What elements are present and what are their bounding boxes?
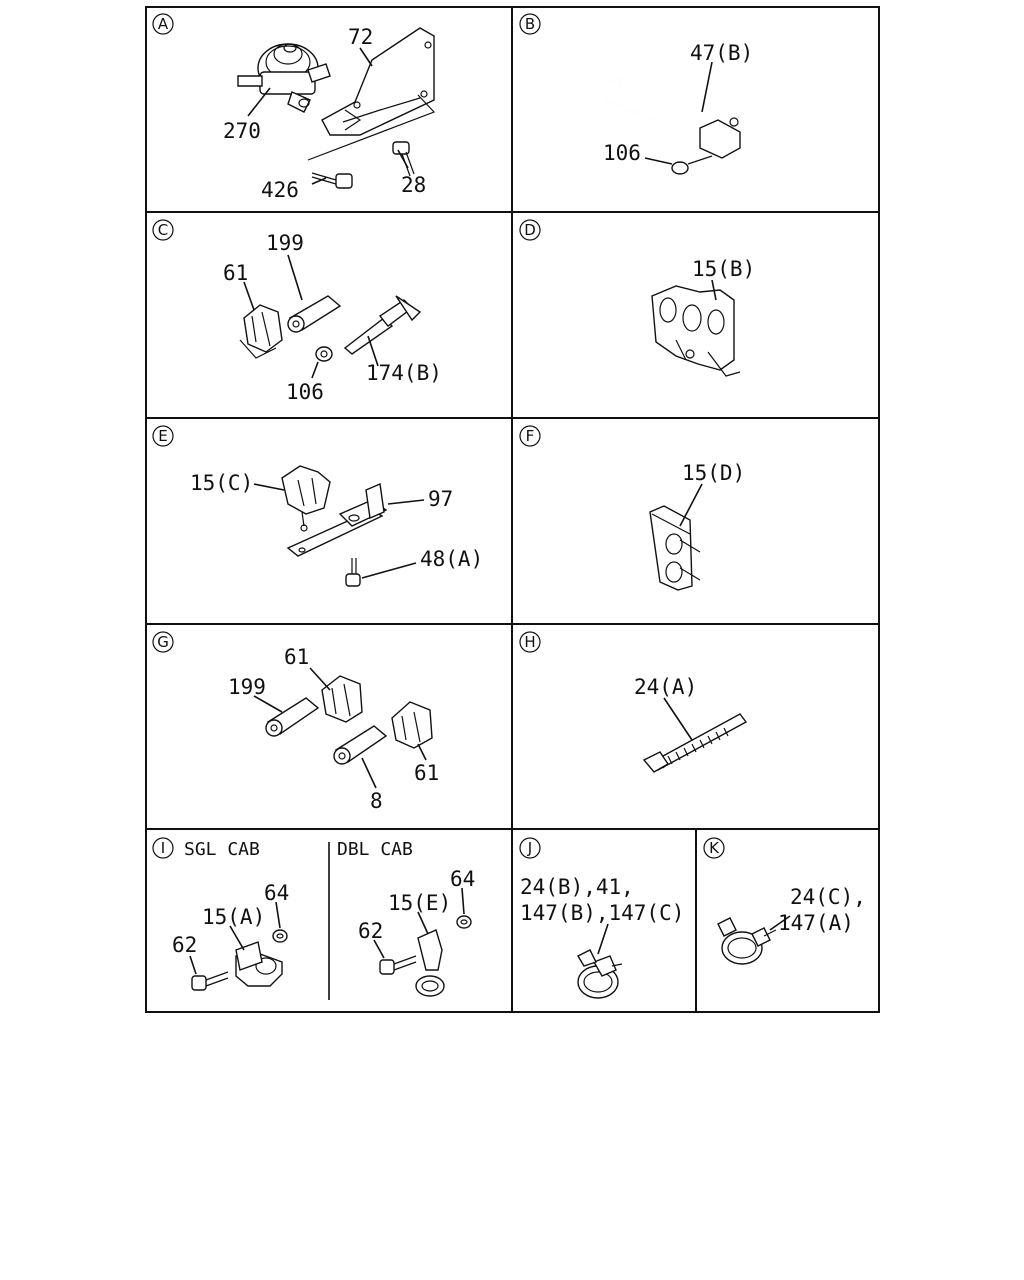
panel-h: H 24(A) <box>519 631 748 773</box>
panel-e: E 15(C) 97 48(A) <box>152 425 483 587</box>
label-24a: 24(A) <box>634 675 697 699</box>
panel-letter-d: D <box>519 219 541 241</box>
label-426: 426 <box>261 178 299 202</box>
bolt-426-illustration <box>311 172 353 189</box>
panel-i: I SGL CAB DBL CAB 64 15(A) 62 <box>152 837 475 997</box>
label-61a: 61 <box>284 645 309 669</box>
panel-letter-i: I <box>152 837 174 859</box>
label-106: 106 <box>286 380 324 404</box>
panel-g: G 61 199 8 61 <box>152 631 439 813</box>
bolt-62a-illustration <box>191 971 229 991</box>
label-15a: 15(A) <box>202 905 265 929</box>
connector-174b-illustration <box>343 295 422 355</box>
panel-c: C 199 61 106 174(B) <box>152 219 442 404</box>
tube-8-illustration <box>333 725 388 765</box>
label-106: 106 <box>603 141 641 165</box>
panel-j: J 24(B),41, 147(B),147(C) <box>519 837 684 999</box>
panel-letter-j-text: J <box>527 839 532 857</box>
label-8: 8 <box>370 789 383 813</box>
label-k-line1: 24(C), <box>790 885 866 909</box>
panel-d: D 15(B) <box>519 219 755 377</box>
label-199: 199 <box>228 675 266 699</box>
bracket-72-illustration <box>307 27 436 161</box>
panel-letter-h-text: H <box>524 633 535 651</box>
label-j-line1: 24(B),41, <box>520 875 634 899</box>
panel-letter-b: B <box>519 13 541 35</box>
panel-letter-g: G <box>152 631 174 653</box>
panel-letter-c: C <box>152 219 174 241</box>
pipe-47b-illustration <box>598 76 770 159</box>
panel-letter-j: J <box>519 837 541 859</box>
panel-letter-c-text: C <box>158 221 168 239</box>
label-15c: 15(C) <box>190 471 253 495</box>
label-72: 72 <box>348 25 373 49</box>
bolt-48a-illustration <box>345 558 361 587</box>
sgl-cab-title: SGL CAB <box>184 839 260 860</box>
clamp-15a-illustration <box>235 929 288 987</box>
panel-letter-e-text: E <box>158 427 167 445</box>
label-k-line2: 147(A) <box>778 911 854 935</box>
label-15d: 15(D) <box>682 461 745 485</box>
label-199: 199 <box>266 231 304 255</box>
clip-15c-illustration <box>281 465 331 532</box>
label-64a: 64 <box>264 881 289 905</box>
cable-tie-24a-illustration <box>642 713 748 773</box>
label-j-line2: 147(B),147(C) <box>520 901 684 925</box>
panel-letter-a-text: A <box>158 15 169 33</box>
label-174b: 174(B) <box>366 361 442 385</box>
label-48a: 48(A) <box>420 547 483 571</box>
bracket-97-illustration <box>286 482 388 557</box>
nut-106-illustration <box>671 155 713 175</box>
panel-letter-e: E <box>152 425 174 447</box>
panel-k: K 24(C), 147(A) <box>703 837 866 965</box>
panel-f: F 15(D) <box>519 425 745 591</box>
panel-letter-f: F <box>519 425 541 447</box>
label-270: 270 <box>223 119 261 143</box>
label-15b: 15(B) <box>692 257 755 281</box>
nut-106c-illustration <box>315 346 333 362</box>
clip-61b-illustration <box>391 701 433 749</box>
clip-15d-illustration <box>649 505 701 591</box>
label-61: 61 <box>223 261 248 285</box>
grid-frame <box>145 6 880 1013</box>
clamp-15e-illustration <box>415 915 472 997</box>
panel-b: B 47(B) 106 <box>519 13 770 175</box>
label-47b: 47(B) <box>690 41 753 65</box>
clip-61a-illustration <box>321 675 363 723</box>
valve-270-illustration <box>237 43 331 113</box>
bolt-62b-illustration <box>379 955 417 975</box>
tube-199-illustration <box>287 295 342 333</box>
hose-clamp-j-illustration <box>577 949 623 999</box>
panel-letter-h: H <box>519 631 541 653</box>
clip-15b-illustration <box>651 285 741 377</box>
label-64b: 64 <box>450 867 475 891</box>
label-28: 28 <box>401 173 426 197</box>
panel-letter-k-text: K <box>709 839 720 857</box>
panel-letter-k: K <box>703 837 725 859</box>
panel-letter-g-text: G <box>157 633 169 651</box>
label-97: 97 <box>428 487 453 511</box>
label-62a: 62 <box>172 933 197 957</box>
panel-letter-b-text: B <box>525 15 535 33</box>
panel-letter-a: A <box>152 13 174 35</box>
hose-clamp-k-illustration <box>717 917 777 965</box>
label-15e: 15(E) <box>388 891 451 915</box>
label-61b: 61 <box>414 761 439 785</box>
tube-199g-illustration <box>265 697 320 737</box>
panel-letter-i-text: I <box>161 839 165 857</box>
panel-letter-d-text: D <box>524 221 536 239</box>
dbl-cab-title: DBL CAB <box>337 839 413 860</box>
panel-a: A <box>152 13 436 202</box>
label-62b: 62 <box>358 919 383 943</box>
panel-letter-f-text: F <box>526 427 535 445</box>
clip-61-illustration <box>239 304 283 359</box>
